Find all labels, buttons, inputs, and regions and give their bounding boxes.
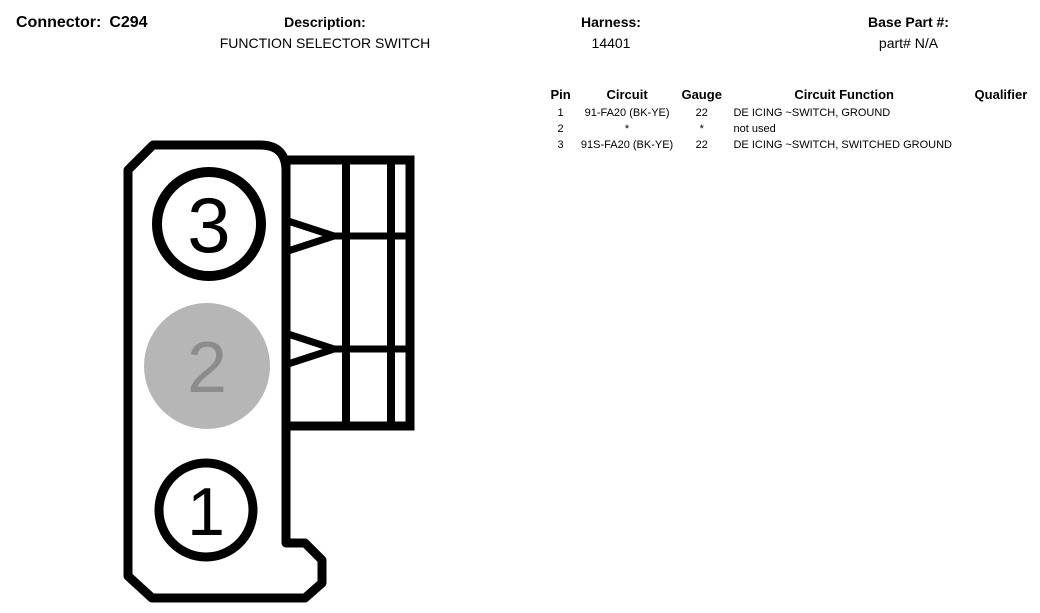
pin-2-label: 2 [187, 328, 227, 408]
col-header-circuit: Circuit [606, 87, 648, 102]
qualifier-cell [962, 121, 1040, 137]
col-header-gauge: Gauge [681, 87, 722, 102]
pin-1-label: 1 [187, 474, 225, 550]
pin-cell: 2 [557, 123, 564, 135]
connector-title: Connector: C294 [16, 14, 148, 32]
base-part-value: part# N/A [878, 35, 939, 51]
connector-value: C294 [109, 14, 148, 31]
gauge-cell: * [699, 123, 704, 135]
pin-3-label: 3 [187, 181, 230, 269]
connector-label: Connector: [16, 14, 102, 31]
harness-label: Harness: [581, 14, 641, 30]
pin-cell: 3 [557, 139, 564, 151]
col-header-qualifier: Qualifier [974, 87, 1028, 102]
qualifier-cell [962, 105, 1040, 121]
base-part-label: Base Part #: [868, 14, 949, 30]
base-part-block: Base Part #: part# N/A [826, 14, 991, 51]
pin-1-circle [154, 458, 258, 562]
pin-cell: 1 [557, 107, 564, 119]
circuit-cell: 91S-FA20 (BK-YE) [580, 139, 674, 151]
table-row-pin-1: 1 91-FA20 (BK-YE) 22 DE ICING ~SWITCH, G… [544, 105, 1040, 121]
description-block: Description: FUNCTION SELECTOR SWITCH [185, 14, 465, 51]
harness-value: 14401 [591, 35, 631, 51]
pin-3-circle [152, 167, 266, 281]
col-header-pin: Pin [550, 87, 571, 102]
pin-2-circle [144, 303, 270, 429]
pin-1: 1 [154, 458, 258, 562]
table-row-pin-2: 2 * * not used [544, 121, 1040, 137]
pin-3: 3 [152, 167, 266, 281]
description-value: FUNCTION SELECTOR SWITCH [219, 35, 431, 51]
harness-block: Harness: 14401 [546, 14, 676, 51]
col-header-function: Circuit Function [794, 87, 894, 102]
pin-table-header-row: Pin Circuit Gauge Circuit Function Quali… [544, 86, 1040, 105]
connector-diagram: 3 2 1 [123, 140, 415, 603]
pin-2: 2 [144, 303, 270, 429]
index-arrow-upper [286, 217, 338, 255]
pin-table: Pin Circuit Gauge Circuit Function Quali… [544, 86, 1040, 153]
function-cell: not used [733, 123, 776, 135]
circuit-cell: * [624, 123, 630, 135]
gauge-cell: 22 [695, 107, 708, 119]
function-cell: DE ICING ~SWITCH, SWITCHED GROUND [733, 139, 952, 151]
gauge-cell: 22 [695, 139, 708, 151]
function-cell: DE ICING ~SWITCH, GROUND [733, 107, 891, 119]
connector-lock-tab [281, 155, 415, 431]
description-label: Description: [284, 14, 366, 30]
index-arrow-lower [286, 330, 338, 368]
qualifier-cell [962, 137, 1040, 153]
circuit-cell: 91-FA20 (BK-YE) [584, 107, 670, 119]
table-row-pin-3: 3 91S-FA20 (BK-YE) 22 DE ICING ~SWITCH, … [544, 137, 1040, 153]
